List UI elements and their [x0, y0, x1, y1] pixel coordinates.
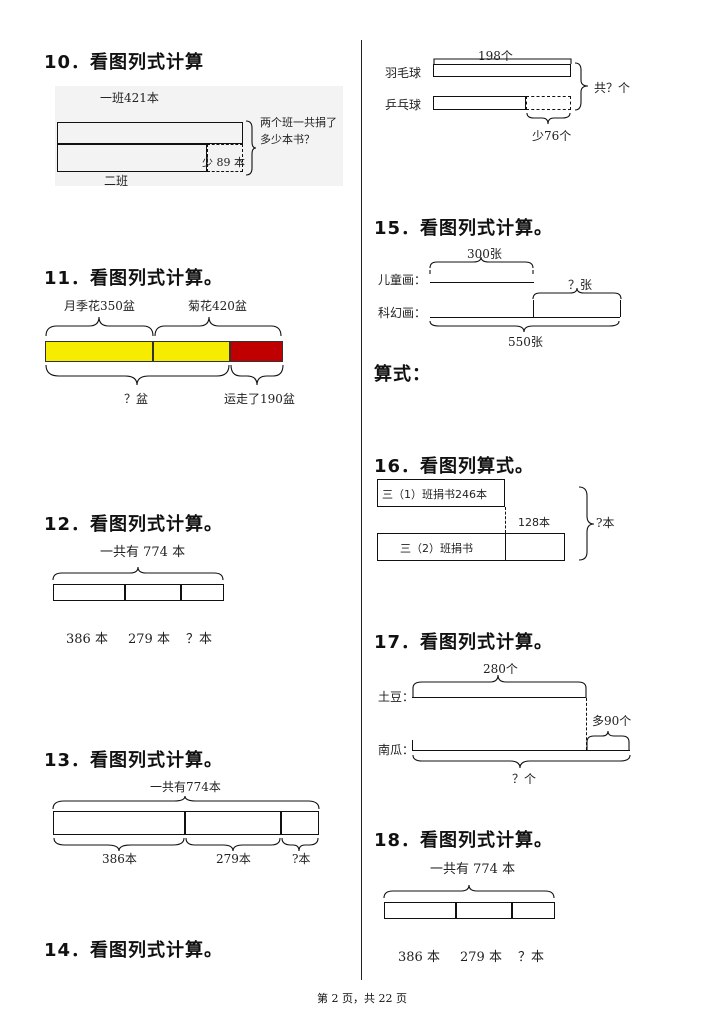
q17-title: 17．看图列式计算。 [374, 632, 554, 653]
q18-total-label: 一共有 774 本 [430, 862, 516, 877]
q13-b-label: 279本 [216, 852, 251, 866]
q15-kids-bar [430, 268, 534, 283]
q11-total-label: ？盆 [124, 392, 149, 406]
q17-potato-count-label: 280个 [483, 662, 518, 676]
q15-title: 15．看图列式计算。 [374, 218, 554, 239]
q15-unknown-brace [532, 287, 622, 300]
q14-pingpong-dashed [526, 96, 571, 110]
q15-scifi-bar [430, 303, 620, 318]
q12-total-label: 一共有 774 本 [100, 545, 186, 560]
q18-seg-a [384, 902, 456, 919]
q10-less-label: 少 89 本 [202, 156, 245, 169]
q15-unknown-label: ？张 [568, 278, 593, 292]
q12-top-brace [52, 566, 224, 581]
q15-scifi-label: 科幻画： [378, 306, 427, 320]
q18-b-label: 279 本 [460, 950, 502, 965]
q13-title: 13．看图列式计算。 [44, 750, 224, 771]
q14-right-brace [574, 62, 589, 111]
q13-seg-a [53, 811, 185, 835]
q14-pingpong-label: 乒乓球 [385, 98, 422, 112]
q17-pumpkin-bar [412, 750, 630, 751]
column-divider [361, 40, 362, 980]
q10-question-line1: 两个班一共捐了 [260, 116, 337, 129]
q10-class1-bar [57, 122, 243, 144]
q16-class2-bar [377, 533, 565, 561]
q16-class1-bar [377, 479, 505, 507]
q11-chrysanthemum-bar [153, 341, 230, 362]
q13-seg-b [185, 811, 281, 835]
q11-bottom-braces [45, 364, 284, 386]
q18-title: 18．看图列式计算。 [374, 830, 554, 851]
q18-seg-b [456, 902, 512, 919]
q10-less-dashed [207, 144, 243, 172]
q14-badminton-label: 羽毛球 [385, 66, 422, 80]
q14-less-brace [526, 112, 571, 125]
q17-more-dashed [586, 698, 587, 750]
q11-chrysanthemum-label: 菊花420盆 [188, 299, 247, 313]
q12-b-label: 279 本 [128, 632, 170, 647]
q11-title: 11．看图列式计算。 [44, 268, 224, 289]
q15-kids-label: 儿童画： [378, 273, 427, 287]
q16-title: 16．看图列算式。 [374, 456, 535, 477]
q14-title: 14．看图列式计算。 [44, 940, 224, 961]
q18-top-brace [383, 884, 555, 899]
q13-a-label: 386本 [102, 852, 137, 866]
q17-more-label: 多90个 [592, 714, 632, 728]
q13-bottom-braces [53, 837, 319, 852]
q14-top-line [433, 58, 572, 64]
q11-rose-label: 月季花350盆 [64, 299, 135, 313]
q14-less-label: 少76个 [532, 129, 572, 143]
q15-total-brace [429, 320, 620, 333]
q10-right-brace [245, 120, 257, 176]
q13-c-label: ?本 [292, 852, 311, 866]
q16-diff-label: 128本 [518, 516, 550, 529]
q17-potato-label: 土豆： [378, 690, 415, 704]
q10-class2-bar [57, 144, 207, 172]
q18-c-label: ？本 [518, 950, 545, 965]
q10-class1-label: 一班421本 [100, 91, 159, 105]
q12-title: 12．看图列式计算。 [44, 514, 224, 535]
q15-kids-count-label: 300张 [467, 247, 502, 261]
q12-c-label: ？本 [186, 632, 213, 647]
q11-moved-bar [230, 341, 283, 362]
q18-seg-c [512, 902, 555, 919]
q17-total-label: ？个 [512, 772, 537, 786]
q17-potato-brace [412, 674, 587, 698]
q17-total-brace [412, 754, 631, 769]
q17-pumpkin-label: 南瓜： [378, 743, 415, 757]
q16-split-line [505, 533, 506, 561]
q14-pingpong-bar [433, 96, 526, 110]
q14-badminton-bar [433, 64, 571, 77]
q16-diff-dashed [505, 507, 506, 533]
q13-top-brace [52, 795, 320, 810]
q12-a-label: 386 本 [66, 632, 108, 647]
q10-title: 10．看图列式计算 [44, 52, 205, 73]
q10-figure-bg [55, 86, 343, 186]
q13-total-label: 一共有774本 [150, 780, 221, 794]
page-footer: 第 2 页，共 22 页 [317, 992, 407, 1005]
q16-class2-label: 三（2）班捐书 [400, 542, 473, 555]
q12-seg-c [181, 584, 224, 601]
q12-seg-a [53, 584, 125, 601]
q15-kids-brace [429, 256, 534, 274]
q11-rose-bar [45, 341, 153, 362]
q17-potato-bar [412, 697, 586, 698]
q16-total-label: ?本 [596, 516, 615, 530]
q10-class2-label: 二班 [104, 174, 129, 188]
q17-pumpkin-start [412, 740, 413, 750]
q17-more-brace [586, 730, 630, 750]
q16-right-brace [578, 486, 595, 561]
q12-seg-b [125, 584, 181, 601]
q15-end-tick [620, 300, 621, 317]
q18-a-label: 386 本 [398, 950, 440, 965]
q16-class1-label: 三（1）班捐书246本 [382, 488, 487, 501]
q14-total-label: 共？个 [594, 81, 631, 95]
q13-seg-c [281, 811, 319, 835]
q15-formula-label: 算式： [374, 364, 431, 385]
q11-top-braces [45, 316, 282, 337]
q10-question-line2: 多少本书？ [260, 133, 315, 146]
q11-moved-label: 运走了190盆 [224, 392, 295, 406]
q15-split-tick [533, 300, 534, 317]
q15-total-label: 550张 [508, 335, 543, 349]
